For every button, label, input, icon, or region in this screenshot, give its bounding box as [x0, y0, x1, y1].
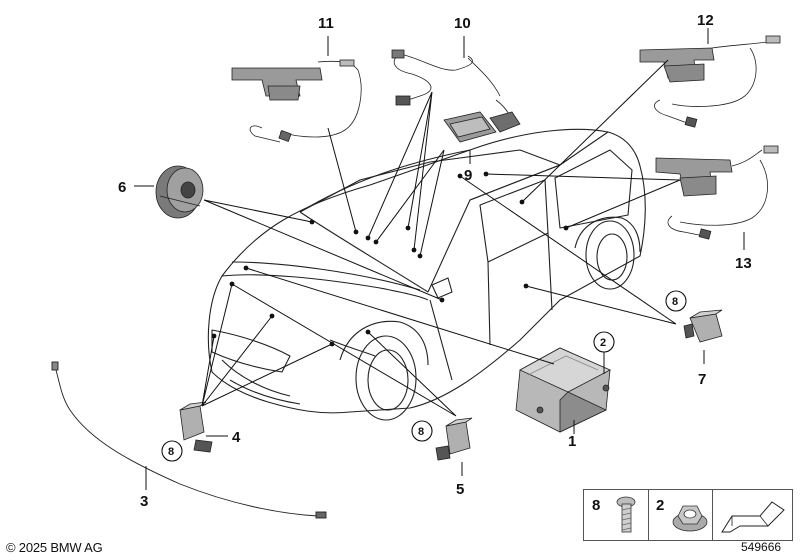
leader-dots — [211, 171, 569, 347]
svg-text:8: 8 — [168, 446, 174, 458]
callout-6: 6 — [118, 179, 126, 196]
callout-9: 9 — [464, 167, 472, 184]
bolt-icon — [616, 496, 636, 533]
direction-arrow-icon — [721, 501, 785, 533]
circled-callout-8-left: 8 — [161, 440, 183, 462]
front-sensor-5 — [435, 417, 473, 461]
legend-cell-arrow — [712, 490, 792, 540]
callout-11: 11 — [318, 15, 334, 32]
legend-label-bolt: 8 — [592, 497, 601, 514]
circled-callout-2: 2 — [593, 331, 615, 353]
svg-text:8: 8 — [672, 296, 678, 308]
callout-5: 5 — [456, 481, 464, 498]
seat-occupancy-mat-rear-upper — [639, 35, 781, 128]
copyright-text: © 2025 BMW AG — [6, 540, 103, 555]
airbag-control-unit — [515, 347, 611, 433]
callout-13: 13 — [735, 255, 752, 272]
diagram-id: 549666 — [741, 540, 782, 554]
seat-occupancy-mat-front — [231, 59, 362, 143]
fastener-legend: 8 2 — [583, 489, 793, 541]
leader-lines — [134, 28, 745, 490]
flange-nut-icon — [672, 505, 708, 532]
callout-3: 3 — [140, 493, 148, 510]
callout-4: 4 — [232, 429, 241, 446]
acoustic-sensor — [155, 165, 204, 219]
svg-text:8: 8 — [418, 426, 424, 438]
legend-cell-bolt: 8 — [584, 490, 649, 540]
callout-7: 7 — [698, 371, 706, 388]
circled-callout-8-bottom: 8 — [411, 420, 433, 442]
callout-1: 1 — [568, 433, 576, 450]
legend-label-nut: 2 — [656, 497, 665, 514]
circled-callout-8-right: 8 — [665, 290, 687, 312]
wiring-cable-3 — [51, 361, 327, 519]
side-sensor-7 — [683, 309, 723, 343]
callout-12: 12 — [697, 12, 714, 29]
front-sensor-4 — [179, 401, 213, 453]
legend-cell-nut: 2 — [648, 490, 713, 540]
seat-occupancy-mat-rear-lower — [655, 145, 779, 240]
callout-10: 10 — [454, 15, 471, 32]
harness-and-sensor — [391, 49, 521, 143]
svg-text:2: 2 — [600, 337, 606, 349]
